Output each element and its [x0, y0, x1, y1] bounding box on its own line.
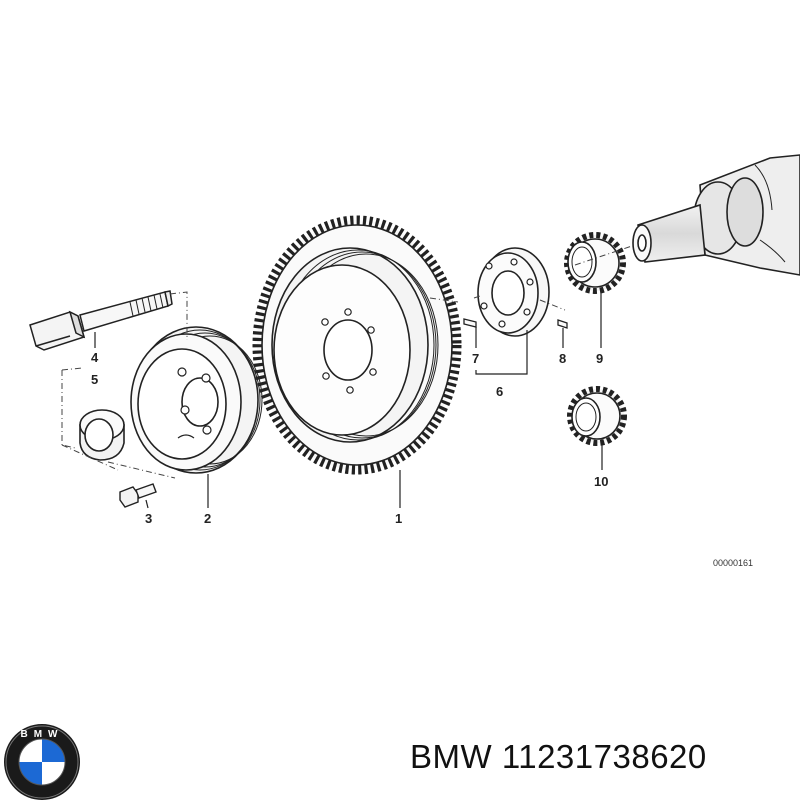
sprocket-10 [567, 386, 627, 446]
part-number-caption: BMW 11231738620 [410, 738, 707, 775]
callout-3: 3 [145, 511, 152, 526]
bmw-logo: BMW [4, 724, 80, 800]
damper-wheel-1 [252, 215, 462, 475]
leader-lines [94, 292, 603, 509]
key-8 [557, 319, 568, 329]
crankshaft [632, 154, 800, 276]
central-bolt-4 [29, 290, 173, 351]
bmw-logo-lettering: BMW [21, 729, 64, 740]
belt-pulley-2 [130, 326, 263, 474]
callout-1: 1 [395, 511, 402, 526]
sprocket-9 [564, 232, 626, 294]
drawing-code: 00000161 [713, 558, 753, 568]
callout-8: 8 [559, 351, 566, 366]
hub-flange-6 [477, 247, 550, 337]
callout-2: 2 [204, 511, 211, 526]
callout-5: 5 [91, 372, 98, 387]
callout-6: 6 [496, 384, 503, 399]
small-bolt-3 [119, 483, 157, 508]
callout-10: 10 [594, 474, 608, 489]
callout-4: 4 [91, 350, 99, 365]
callout-7: 7 [472, 351, 479, 366]
spacer-5 [79, 409, 125, 461]
key-7 [463, 318, 477, 328]
callout-9: 9 [596, 351, 603, 366]
assembly-bracket-lines [61, 245, 633, 479]
